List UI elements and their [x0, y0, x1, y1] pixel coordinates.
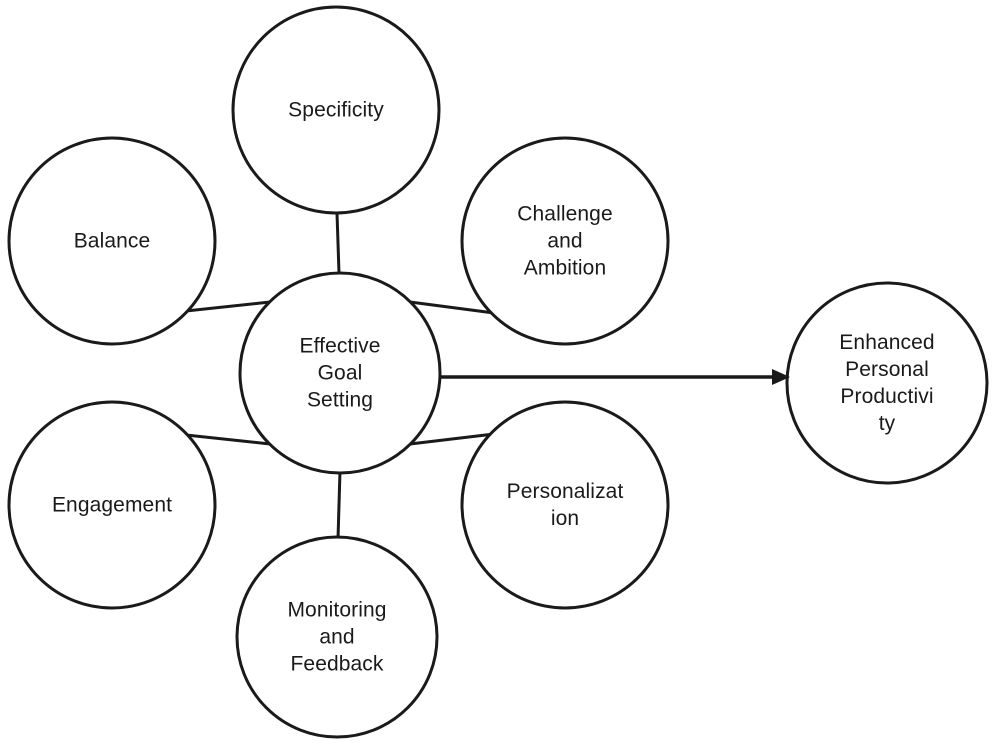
arrow-center-to-outcome [440, 369, 790, 385]
connector-personalization-center [409, 432, 495, 446]
connector-engagement-center [185, 433, 271, 446]
node-circle-engagement[interactable] [7, 400, 217, 610]
node-circle-balance[interactable] [7, 136, 217, 346]
connector-group [185, 212, 495, 540]
node-circle-effective-goal-setting[interactable] [238, 271, 442, 475]
node-circle-enhanced-personal-productivity[interactable] [785, 281, 989, 485]
connector-monitoring-center [336, 470, 342, 540]
node-circle-specificity[interactable] [231, 5, 441, 215]
connector-challenge-center [409, 300, 495, 315]
node-circle-monitoring-and-feedback[interactable] [235, 535, 439, 739]
arrow-head-icon [772, 369, 790, 385]
node-circle-challenge-and-ambition[interactable] [460, 136, 670, 346]
connector-specificity-center [335, 212, 341, 274]
connector-balance-center [185, 300, 271, 313]
node-circle-personalization[interactable] [460, 400, 670, 610]
